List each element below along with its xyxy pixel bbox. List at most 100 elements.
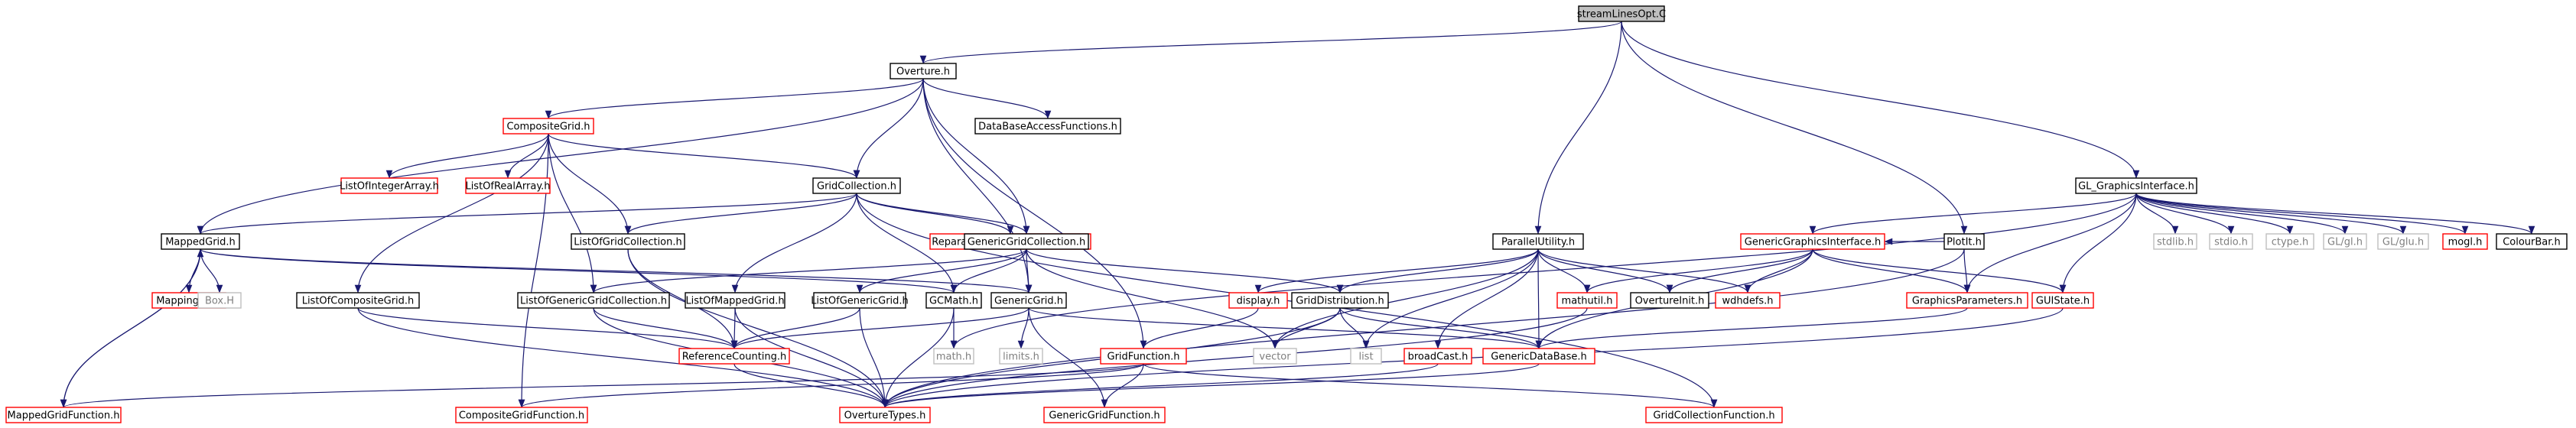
node-colourbar-h[interactable]: ColourBar.h [2496, 233, 2568, 250]
edge-glgraphics-to-genericgraphics [1809, 193, 2137, 235]
node-box [974, 118, 1121, 135]
node-genericgrid-h[interactable]: GenericGrid.h [990, 292, 1067, 309]
node-mathutil-h[interactable]: mathutil.h [1556, 292, 1618, 309]
node-label: vector [1259, 352, 1291, 363]
edge-overture-to-gridfunction [922, 78, 1147, 349]
node-label: GenericGrid.h [994, 296, 1063, 307]
edge-parallelutil-to-overtureinit [1537, 248, 1673, 293]
node-box [2031, 292, 2094, 309]
edge-compositegrid-to-listintarr [385, 133, 549, 179]
edge-glgraphics-to-mogl [2135, 193, 2469, 235]
node-label: wdhdefs.h [1722, 296, 1773, 307]
node-guistate-h[interactable]: GUIState.h [2031, 292, 2094, 309]
node-databaseaccessfunctions-h[interactable]: DataBaseAccessFunctions.h [974, 118, 1121, 135]
node-overtureinit-h[interactable]: OvertureInit.h [1630, 292, 1709, 309]
node-label: streamLinesOpt.C [1577, 9, 1666, 21]
node-box [340, 177, 438, 194]
edge-listofcompgrid-to-refcounting [357, 307, 738, 349]
node-genericgridcollection-h[interactable]: GenericGridCollection.h [964, 233, 1089, 250]
edge-graphicsparams-to-genericdatabase [1535, 307, 1968, 349]
node-overturetypes-h[interactable]: OvertureTypes.h [839, 407, 931, 423]
node-box [1906, 292, 2028, 309]
node-mappedgrid-h[interactable]: MappedGrid.h [161, 233, 240, 250]
node-label: ListOfRealArray.h [465, 181, 550, 193]
node-genericgraphicsinterface-h[interactable]: GenericGraphicsInterface.h [1740, 233, 1885, 250]
edge-parallelutil-to-wdhdefs [1537, 248, 1751, 293]
node-box [503, 118, 594, 135]
node-label: PlotIt.h [1947, 237, 1982, 248]
edge-genericgraphics-to-graphicsparams [1812, 248, 1971, 293]
node-gridcollectionfunction-h[interactable]: GridCollectionFunction.h [1645, 407, 1783, 423]
node-label: GL/gl.h [2327, 237, 2363, 248]
node-label: MappedGridFunction.h [8, 410, 120, 422]
node-math-h: math.h [933, 348, 974, 365]
node-box [1715, 292, 1781, 309]
node-griddistribution-h[interactable]: GridDistribution.h [1291, 292, 1389, 309]
node-listofrealarray-h[interactable]: ListOfRealArray.h [465, 177, 551, 194]
node-graphicsparameters-h[interactable]: GraphicsParameters.h [1906, 292, 2028, 309]
node-genericdatabase-h[interactable]: GenericDataBase.h [1482, 348, 1595, 365]
node-overture-h[interactable]: Overture.h [890, 63, 957, 79]
edge-gridfunction-to-gridcollfunc [1143, 363, 1718, 408]
edge-compositegrid-to-listofcompgrid [354, 133, 549, 293]
node-compositegrid-h[interactable]: CompositeGrid.h [503, 118, 594, 135]
node-label: GenericDataBase.h [1491, 352, 1586, 363]
node-listofcompositegrid-h[interactable]: ListOfCompositeGrid.h [296, 292, 420, 309]
node-mappedgridfunction-h[interactable]: MappedGridFunction.h [5, 407, 122, 423]
node-label: GridCollectionFunction.h [1653, 410, 1774, 422]
edge-parallelutil-to-griddistribution [1336, 248, 1539, 293]
node-box [1645, 407, 1783, 423]
node-listofgenericgridcollection-h[interactable]: ListOfGenericGridCollection.h [517, 292, 670, 309]
edge-genericgridcoll-to-listofgengridcoll [590, 248, 1027, 293]
node-label: GraphicsParameters.h [1912, 296, 2022, 307]
node-mogl-h[interactable]: mogl.h [2442, 233, 2488, 250]
node-listofintegerarray-h[interactable]: ListOfIntegerArray.h [340, 177, 439, 194]
node-gcmath-h[interactable]: GCMath.h [925, 292, 982, 309]
node-listofgenericgrid-h[interactable]: ListOfGenericGrid.h [811, 292, 909, 309]
node-box [161, 233, 240, 250]
edge-listofgridcoll-to-overturetypes [627, 248, 889, 408]
edge-compositegrid-to-listrealarr [504, 133, 549, 179]
edge-gridcollection-to-mappedgrid [197, 193, 857, 235]
node-box [197, 292, 242, 309]
edge-listofgengrid-to-overturetypes [859, 307, 889, 408]
node-label: limits.h [1003, 352, 1039, 363]
edge-overture-to-mappedgrid [197, 78, 924, 235]
node-label: stdlib.h [2157, 237, 2194, 248]
node-box [1403, 348, 1472, 365]
edge-listofmappedgrid-to-refcounting [730, 307, 738, 349]
node-box [2153, 233, 2197, 250]
node-plotit-h[interactable]: PlotIt.h [1943, 233, 1985, 250]
node-broadcast-h[interactable]: broadCast.h [1403, 348, 1472, 365]
node-label: GridDistribution.h [1296, 296, 1384, 307]
edge-listofgengrid-to-refcounting [730, 307, 860, 349]
node-box [839, 407, 931, 423]
node-label: ctype.h [2272, 237, 2309, 248]
node-label: ReferenceCounting.h [682, 352, 787, 363]
node-gridfunction-h[interactable]: GridFunction.h [1100, 348, 1187, 365]
node-label: GCMath.h [929, 296, 978, 307]
node-listofmappedgrid-h[interactable]: ListOfMappedGrid.h [685, 292, 785, 309]
node-box [2265, 233, 2314, 250]
node-listofgridcollection-h[interactable]: ListOfGridCollection.h [571, 233, 685, 250]
node-label: Box.H [205, 296, 234, 307]
node-gridcollection-h[interactable]: GridCollection.h [812, 177, 901, 194]
node-label: broadCast.h [1408, 352, 1469, 363]
node-parallelutility-h[interactable]: ParallelUtility.h [1492, 233, 1584, 250]
node-box [678, 348, 790, 365]
node-ctype-h: ctype.h [2265, 233, 2314, 250]
edge-root-to-parallelutil [1534, 21, 1622, 235]
edge-mappedgrid-to-boxh [200, 248, 223, 293]
node-referencecounting-h[interactable]: ReferenceCounting.h [678, 348, 790, 365]
edge-gridfunction-to-mappedgridfunc [60, 363, 1144, 408]
edge-overture-to-genericgrid [922, 78, 1033, 293]
node-display-h[interactable]: display.h [1228, 292, 1288, 309]
node-genericgridfunction-h[interactable]: GenericGridFunction.h [1043, 407, 1166, 423]
edge-mappedgrid-to-genericgrid [200, 248, 1032, 293]
node-label: GenericGridCollection.h [968, 237, 1085, 248]
node-gl-graphicsinterface-h[interactable]: GL_GraphicsInterface.h [2075, 177, 2197, 194]
node-streamlinesopt-c[interactable]: streamLinesOpt.C [1577, 5, 1666, 22]
node-wdhdefs-h[interactable]: wdhdefs.h [1715, 292, 1781, 309]
node-compositegridfunction-h[interactable]: CompositeGridFunction.h [455, 407, 588, 423]
node-box [1291, 292, 1389, 309]
